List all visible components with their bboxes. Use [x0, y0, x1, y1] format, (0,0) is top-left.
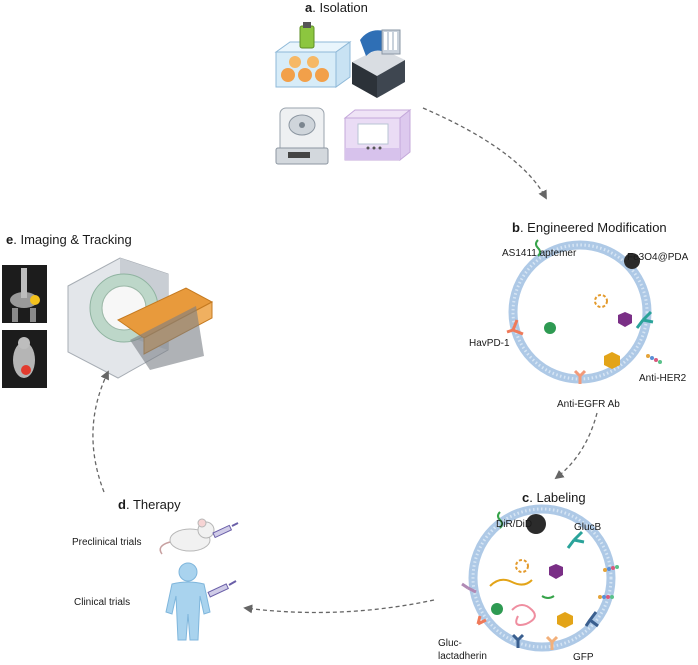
label-gluc: Gluc- [438, 638, 462, 649]
purple-cargo-icon [618, 312, 632, 327]
xray-image-icon [2, 265, 47, 323]
antiegfr-antibody-icon [573, 369, 587, 384]
step-b-title: b. Engineered Modification [512, 220, 667, 235]
antibody-icon [635, 310, 654, 329]
step-e-title: e. Imaging & Tracking [6, 232, 132, 247]
step-a-title: a. Isolation [305, 0, 368, 15]
label-clinical: Clinical trials [74, 597, 130, 608]
label-dir: DiR/DiD [496, 519, 532, 530]
arrow-c-to-d [243, 599, 435, 614]
label-glucb: GlucB [574, 522, 602, 533]
dir-dye-icon [497, 511, 503, 529]
label-fe3o4: Fe3O4@PDA [627, 252, 689, 263]
havpd1-receptor-icon [506, 319, 524, 336]
step-d-title: d. Therapy [118, 497, 181, 512]
ct-scanner-icon [67, 257, 214, 379]
mouse-icon [159, 518, 215, 555]
cell-culture-flask-icon [274, 22, 352, 88]
label-havpd1: HavPD-1 [469, 338, 510, 349]
gfp-icon [545, 635, 559, 650]
engineered-exosome [506, 239, 662, 384]
antiher2-chain-icon [646, 354, 662, 364]
filter-chamber-icon [343, 108, 412, 162]
arrow-d-to-e [92, 370, 109, 493]
gfp-antibody-icon [511, 611, 599, 648]
syringe-icon [207, 580, 237, 598]
centrifuge-icon [275, 107, 329, 165]
label-lactadherin: lactadherin [438, 651, 487, 662]
flow-arrows [92, 107, 598, 614]
label-preclinical: Preclinical trials [72, 537, 141, 548]
step-c-title: c. Labeling [522, 490, 586, 505]
label-gfp: GFP [573, 652, 594, 663]
dark-particle-icon [526, 514, 546, 534]
label-aptamer: AS1411 aptemer [502, 248, 577, 259]
bead-chain-icon [598, 565, 619, 599]
fe3o4-particle-icon [624, 253, 640, 269]
aptamer-icon [535, 239, 541, 257]
mouse-fluorescence-image-icon [2, 330, 47, 388]
arrow-a-to-b [422, 107, 547, 200]
syringe-icon [212, 522, 239, 539]
green-cargo-icon [544, 322, 556, 334]
plasmid-icon [594, 294, 608, 308]
labeled-exosome [461, 504, 619, 652]
label-antiegfr: Anti-EGFR Ab [557, 399, 620, 410]
isolation-machine-icon [352, 29, 405, 98]
yellow-cargo-icon [604, 352, 620, 369]
label-antiher2: Anti-HER2 [639, 373, 687, 384]
gluc-lactadherin-icon [476, 615, 487, 626]
human-body-icon [165, 562, 211, 641]
arrow-b-to-c [554, 412, 598, 480]
glucb-antibody-icon [566, 530, 585, 549]
plasmid-icon [515, 559, 529, 573]
